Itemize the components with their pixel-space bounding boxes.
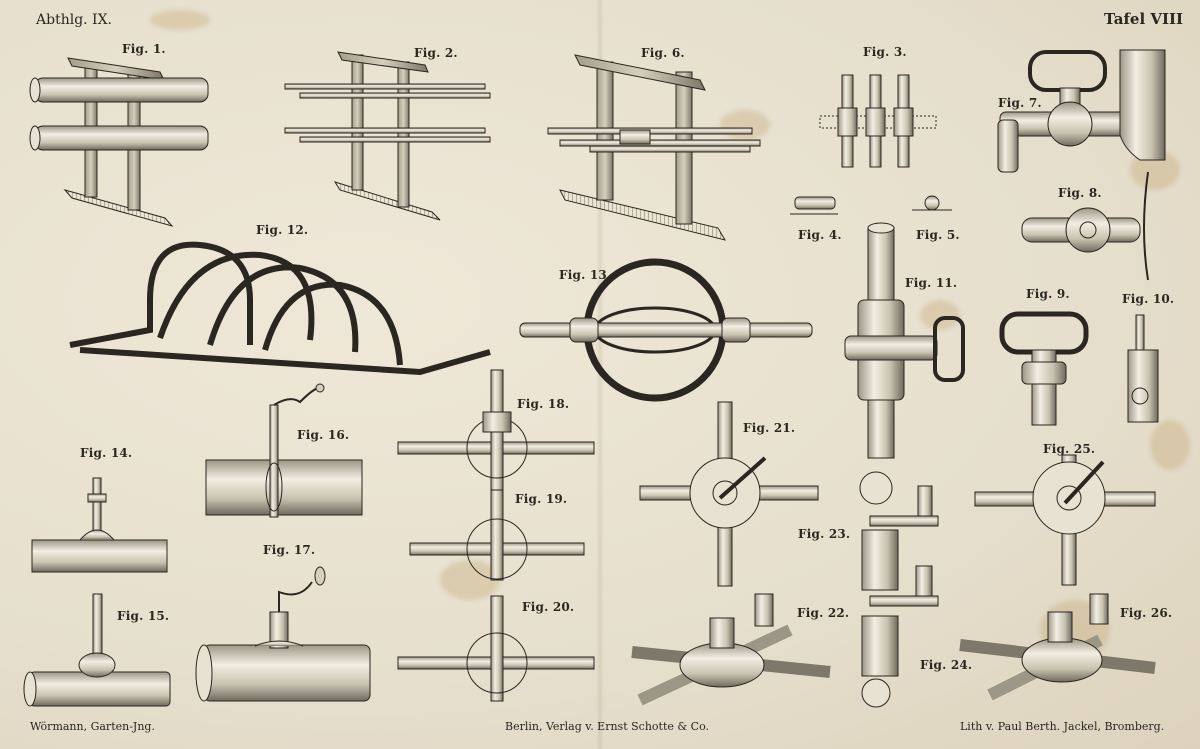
fig11-drawing — [844, 222, 965, 459]
fig21-drawing — [639, 401, 819, 587]
foxing-stain — [920, 300, 960, 330]
fig13-label: Fig. 13. — [559, 268, 612, 282]
fig24-drawing — [861, 565, 939, 708]
fig9-label: Fig. 9. — [1026, 287, 1070, 301]
fig19-drawing — [409, 489, 585, 581]
fig18-drawing — [397, 369, 595, 491]
fig3-label: Fig. 3. — [863, 45, 907, 59]
fig23-drawing — [859, 471, 939, 591]
fig20-drawing — [397, 595, 595, 702]
lithographer-credit: Lith v. Paul Berth. Jackel, Bromberg. — [960, 720, 1165, 733]
foxing-stain — [720, 110, 770, 140]
fig11-label: Fig. 11. — [905, 276, 958, 290]
fig9-drawing — [999, 311, 1089, 426]
fig25-drawing — [974, 454, 1156, 586]
fig23-label: Fig. 23. — [798, 527, 851, 541]
author-credit: Wörmann, Garten-Jng. — [30, 720, 155, 733]
fig12-drawing — [40, 241, 491, 376]
fig14-label: Fig. 14. — [80, 446, 133, 460]
fig8-drawing — [1021, 171, 1149, 281]
fig1-drawing — [29, 57, 209, 227]
fig10-label: Fig. 10. — [1122, 292, 1175, 306]
fig22-drawing — [631, 593, 831, 706]
plate-number: Tafel VIII — [1104, 10, 1184, 28]
fig13-drawing — [519, 258, 813, 402]
fig18-label: Fig. 18. — [517, 397, 570, 411]
section-label: Abthlg. IX. — [36, 12, 113, 28]
fig16-label: Fig. 16. — [297, 428, 350, 442]
fig4-label: Fig. 4. — [798, 228, 842, 242]
fig5-label: Fig. 5. — [916, 228, 960, 242]
fig24-label: Fig. 24. — [920, 658, 973, 672]
publisher-credit: Berlin, Verlag v. Ernst Schotte & Co. — [505, 720, 709, 733]
fig15-label: Fig. 15. — [117, 609, 170, 623]
foxing-stain — [1150, 420, 1190, 470]
fig6-label: Fig. 6. — [641, 46, 685, 60]
fig7-drawing — [997, 49, 1166, 173]
fig26-drawing — [959, 593, 1156, 701]
fig2-drawing — [284, 51, 491, 221]
fig12-label: Fig. 12. — [256, 223, 309, 237]
fig21-label: Fig. 21. — [743, 421, 796, 435]
fig17-label: Fig. 17. — [263, 543, 316, 557]
fig8-label: Fig. 8. — [1058, 186, 1102, 200]
fig10-drawing — [1127, 314, 1159, 423]
fig19-label: Fig. 19. — [515, 492, 568, 506]
fig1-label: Fig. 1. — [122, 42, 166, 56]
fig22-label: Fig. 22. — [797, 606, 850, 620]
fig20-label: Fig. 20. — [522, 600, 575, 614]
fig6-drawing — [547, 54, 761, 241]
fig26-label: Fig. 26. — [1120, 606, 1173, 620]
fig4-drawing — [790, 196, 838, 215]
fig2-label: Fig. 2. — [414, 46, 458, 60]
fig14-drawing — [31, 477, 168, 573]
fig25-label: Fig. 25. — [1043, 442, 1096, 456]
fig3-drawing — [819, 74, 937, 168]
fig16-drawing — [205, 383, 363, 518]
foxing-stain — [440, 560, 500, 600]
fig17-drawing — [195, 566, 371, 702]
fig7-label: Fig. 7. — [998, 96, 1042, 110]
foxing-stain — [150, 10, 210, 30]
fig15-drawing — [23, 593, 171, 707]
fig5-drawing — [912, 195, 952, 211]
